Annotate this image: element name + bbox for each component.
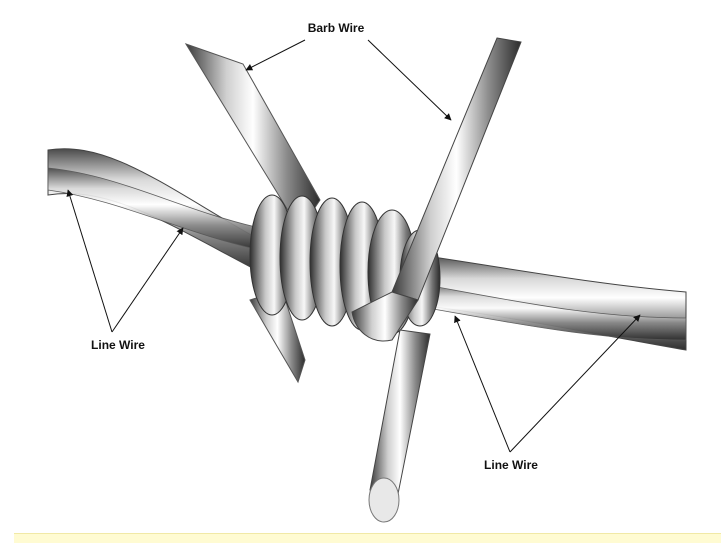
line-wire-right-annotation: Line Wire [454,314,641,472]
barb-wire-arrow-left [245,39,306,71]
line-wire-right-arrow-1 [454,315,511,453]
line-wire-right-label: Line Wire [484,458,538,472]
barb-wire-arrow-right [367,39,452,121]
line-wire-left-annotation: Line Wire [66,189,184,352]
barb-wire-front [351,37,522,523]
line-wire-left [47,148,261,273]
line-wire-left-arrow-1 [66,189,113,333]
line-wire-right [409,254,687,351]
barb-wire-annotation: Barb Wire [245,21,452,121]
line-wire-left-label: Line Wire [91,338,145,352]
line-wire-right-arrow-2 [509,314,641,453]
barb-wire-label: Barb Wire [308,21,365,35]
line-wire-left-arrow-2 [111,227,184,333]
footer-strip [14,533,721,543]
